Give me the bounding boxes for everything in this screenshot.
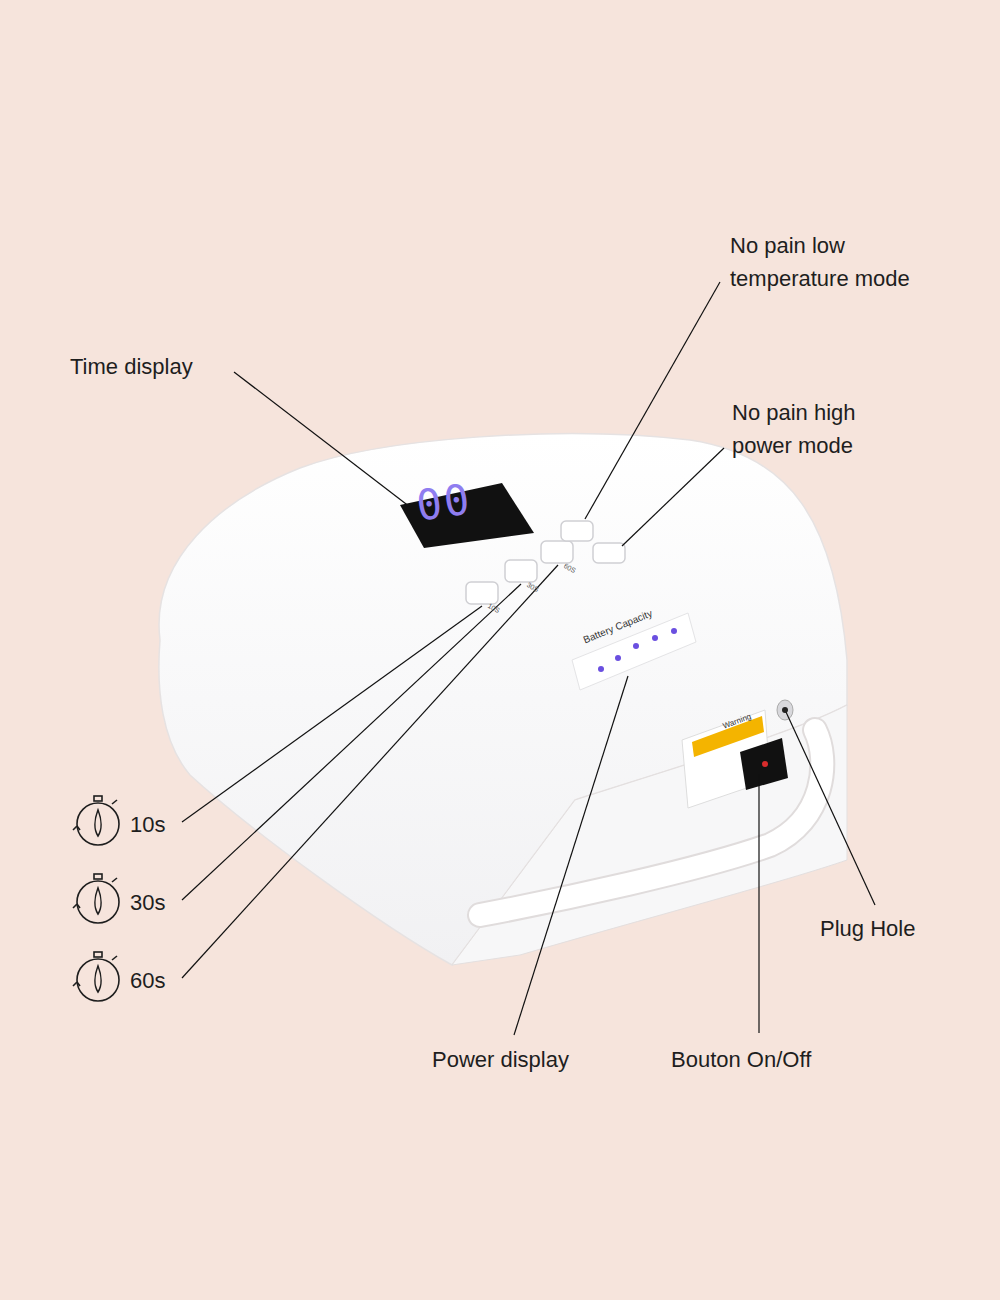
- mode-label: No pain low temperature mode: [730, 229, 945, 295]
- power-switch-dot: [762, 761, 768, 767]
- timer-label: 10s: [130, 808, 165, 841]
- stopwatch-icon: [73, 796, 119, 1001]
- lamp-front: [452, 705, 847, 965]
- timer-label: 30s: [130, 886, 165, 919]
- lamp-body: [159, 434, 847, 965]
- part-label: Time display: [70, 350, 193, 383]
- timer-label: 60s: [130, 964, 165, 997]
- buttons: [466, 521, 625, 604]
- lamp-handle: [480, 730, 822, 915]
- part-label: Bouton On/Off: [671, 1043, 811, 1076]
- mode-label: No pain high power mode: [732, 396, 882, 462]
- display-digits: 00: [414, 478, 474, 527]
- power-switch: [740, 738, 788, 790]
- plug-hole: [777, 700, 793, 720]
- leader-lines: [182, 282, 875, 1035]
- part-label: Plug Hole: [820, 912, 915, 945]
- part-label: Power display: [432, 1043, 569, 1076]
- lamp-handle: [480, 730, 822, 915]
